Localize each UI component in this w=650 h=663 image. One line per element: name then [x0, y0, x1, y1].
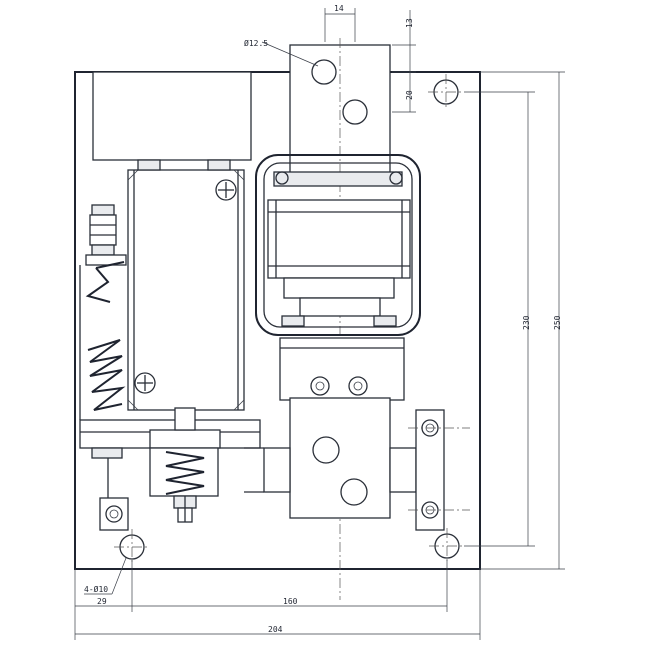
dim-hole-diameter: Ø12.5 [244, 38, 268, 48]
dim-250: 250 [553, 315, 562, 330]
screw-icon [215, 179, 237, 201]
mounting-holes [112, 72, 465, 565]
upper-block [92, 71, 252, 161]
dimensions: 14 13 Ø12.5 20 230 250 4-Ø10 29 [74, 4, 565, 640]
yoke-frame [255, 154, 421, 336]
dim-14: 14 [334, 4, 344, 13]
dim-20: 20 [405, 90, 414, 100]
center-spring-assembly [149, 407, 221, 523]
dim-230: 230 [522, 315, 531, 330]
switch-housing [127, 159, 245, 411]
magnet-coil [267, 199, 411, 327]
lower-clamp [244, 337, 417, 519]
dim-204: 204 [268, 625, 283, 634]
right-bracket [408, 409, 470, 531]
dim-160: 160 [283, 597, 298, 606]
dim-hole-count: 4-Ø10 [84, 584, 108, 594]
hole-icon [342, 99, 368, 125]
hole-icon [311, 59, 337, 85]
dim-29: 29 [97, 597, 107, 606]
hole-icon [340, 478, 368, 506]
base-plate [74, 71, 481, 570]
screw-icon [134, 372, 156, 394]
hole-icon [312, 436, 340, 464]
dim-13: 13 [405, 18, 414, 28]
upper-bar [289, 38, 391, 600]
